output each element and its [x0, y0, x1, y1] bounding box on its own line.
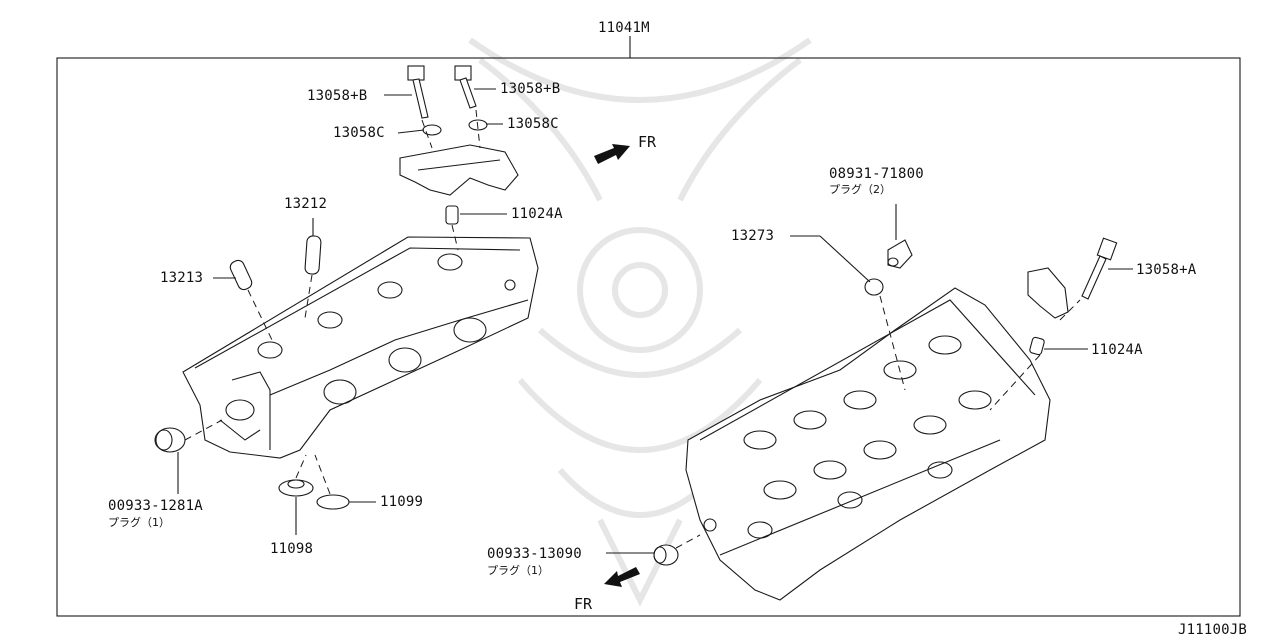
- dowel-11024A-right: [1029, 336, 1045, 356]
- note-00933-13090: プラグ（1）: [487, 564, 549, 577]
- note-08931-71800: プラグ（2）: [829, 183, 891, 196]
- plug-00933-13090: [653, 544, 679, 566]
- dowel-11024A-top: [445, 205, 459, 225]
- reference-code: J11100JB: [1178, 622, 1248, 638]
- callout-leaders: [177, 88, 1133, 554]
- left-guide-lines: [184, 109, 481, 495]
- label-00933-1281A: 00933-1281A: [108, 498, 203, 514]
- label-11024A-top: 11024A: [511, 206, 563, 222]
- plug-00933-1281A: [154, 427, 186, 453]
- right-guide-lines: [675, 295, 1081, 549]
- fr-arrow-top-icon: [594, 144, 630, 164]
- label-11024A-right: 11024A: [1091, 342, 1143, 358]
- label-13058B-right: 13058+B: [500, 81, 561, 97]
- bolt-13058B-left: [407, 65, 429, 119]
- washer-13058C-left: [422, 124, 442, 136]
- plug-08931-71800: [887, 239, 913, 269]
- right-cylinder-head: [685, 287, 1051, 601]
- seal-11099: [316, 494, 350, 510]
- label-13213: 13213: [160, 270, 204, 286]
- guide-13212: [304, 235, 322, 275]
- label-13058B-left: 13058+B: [307, 88, 368, 104]
- note-00933-1281A: プラグ（1）: [108, 516, 170, 529]
- seal-11098: [278, 479, 314, 497]
- fr-arrow-bottom-icon: [604, 567, 640, 587]
- label-13058A: 13058+A: [1136, 262, 1197, 278]
- label-11099: 11099: [380, 494, 424, 510]
- fr-label-bottom: FR: [574, 595, 593, 613]
- guide-13213: [229, 259, 253, 291]
- label-11041M: 11041M: [598, 20, 650, 36]
- label-13212: 13212: [284, 196, 328, 212]
- label-13058C-right: 13058C: [507, 116, 559, 132]
- label-13058C-left: 13058C: [333, 125, 385, 141]
- bolt-13058B-right: [454, 65, 477, 109]
- bracket-ridge: [417, 159, 501, 171]
- bracket-13058A: [1027, 267, 1069, 319]
- left-cylinder-head: [182, 236, 539, 459]
- diagram-frame: [56, 57, 1241, 617]
- fr-label-top: FR: [638, 133, 657, 151]
- label-00933-13090: 00933-13090: [487, 546, 582, 562]
- washer-13273: [864, 278, 884, 296]
- top-bracket: [399, 144, 519, 196]
- label-13273: 13273: [731, 228, 775, 244]
- label-11098: 11098: [270, 541, 314, 557]
- bolt-13058A: [1081, 237, 1118, 300]
- label-08931-71800: 08931-71800: [829, 166, 924, 182]
